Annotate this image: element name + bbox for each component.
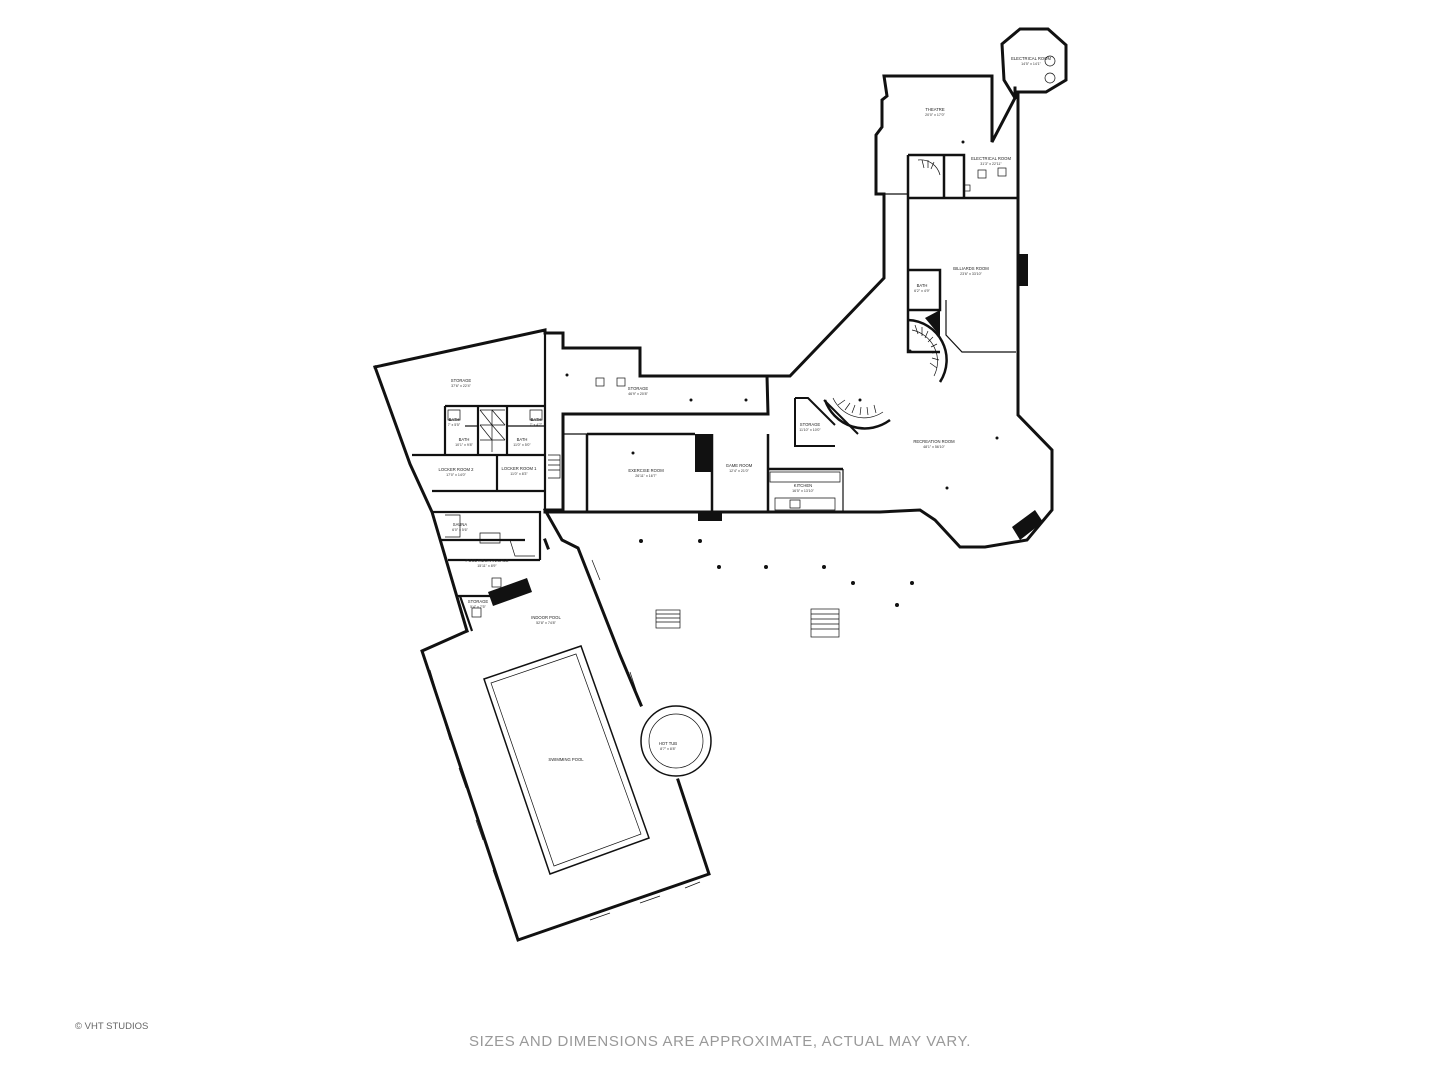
- disclaimer-text: SIZES AND DIMENSIONS ARE APPROXIMATE, AC…: [469, 1033, 971, 1050]
- billiards-room-dims: 23'6" x 33'10": [960, 272, 982, 276]
- storage-corridor-name: STORAGE: [628, 386, 649, 391]
- bath-d-dims: 7' x 4'7": [530, 423, 543, 427]
- bath-billiards-dims: 6'2" x 4'9": [914, 289, 930, 293]
- bath-b-name: BATH: [459, 437, 470, 442]
- exterior-walls: [373, 27, 1068, 942]
- fireplaces: [488, 254, 1043, 606]
- locker-room-2-name: LOCKER ROOM 2: [439, 467, 475, 472]
- exercise-room-name: EXERCISE ROOM: [628, 468, 664, 473]
- fixtures: [471, 55, 1056, 638]
- tower-interior-walls: [884, 153, 1018, 354]
- electrical-room-2-name: ELECTRICAL ROOM: [971, 156, 1011, 161]
- hot-tub-dims: 8'7" x 8'8": [660, 747, 676, 751]
- recreation-room-dims: 48'1" x 56'10": [923, 445, 945, 449]
- curved-stairs: [823, 318, 948, 435]
- exercise-room-dims: 26'11" x 16'7": [635, 474, 657, 478]
- indoor-pool-dims: 52'8" x 74'8": [536, 621, 556, 625]
- electrical-room-1-dims: 14'5" x 14'1": [1021, 62, 1041, 66]
- storage-large-dims: 37'6" x 22'4": [451, 384, 471, 388]
- game-room-dims: 12'4" x 21'0": [729, 469, 749, 473]
- electrical-room-1-name: ELECTRICAL ROOM: [1011, 56, 1051, 61]
- theatre-dims: 20'0" x 17'0": [925, 113, 945, 117]
- pool-mechanicals-dims: 15'11" x 8'9": [477, 564, 497, 568]
- game-room-name: GAME ROOM: [726, 463, 753, 468]
- indoor-pool-name: INDOOR POOL: [531, 615, 561, 620]
- billiards-room-name: BILLIARDS ROOM: [953, 266, 989, 271]
- electrical-room-2-dims: 31'3" x 22'11": [980, 162, 1002, 166]
- theatre-stair: [917, 159, 941, 176]
- kitchen-name: KITCHEN: [794, 483, 812, 488]
- storage-small-name: STORAGE: [468, 599, 489, 604]
- locker-room-1-dims: 11'0" x 8'3": [510, 472, 528, 476]
- hot-tub-name: HOT TUB: [659, 741, 677, 746]
- recreation-room-name: RECREATION ROOM: [913, 439, 955, 444]
- bath-billiards-name: BATH: [917, 283, 928, 288]
- storage-corridor-dims: 46'9" x 20'8": [628, 392, 648, 396]
- bath-b-dims: 10'1" x 9'8": [455, 443, 473, 447]
- bath-a-name: BATH: [449, 417, 460, 422]
- sauna-dims: 6'0" x 5'6": [452, 528, 468, 532]
- storage-under-stairs-dims: 11'10" x 10'0": [799, 428, 821, 432]
- bath-a-dims: 7' x 5'5": [448, 423, 461, 427]
- columns: [565, 140, 999, 607]
- locker-room-1-name: LOCKER ROOM 1: [502, 466, 538, 471]
- storage-large-name: STORAGE: [451, 378, 472, 383]
- swimming-pool-name: SWIMMING POOL: [548, 757, 584, 762]
- pool-area: [429, 559, 712, 934]
- bath-d-name: BATH: [531, 417, 542, 422]
- west-wing-interior: [412, 330, 561, 632]
- storage-under-stairs-name: STORAGE: [800, 422, 821, 427]
- kitchen-dims: 16'5" x 13'10": [792, 489, 814, 493]
- storage-small-dims: 5'4" x 7'5": [470, 605, 486, 609]
- bath-c-dims: 11'0" x 5'0": [513, 443, 531, 447]
- pool-mechanicals-name: POOL MECHANICALS: [466, 558, 509, 563]
- locker-room-2-dims: 17'0" x 14'0": [446, 473, 466, 477]
- bath-c-name: BATH: [517, 437, 528, 442]
- sauna-name: SAUNA: [453, 522, 468, 527]
- credit-text: © VHT STUDIOS: [75, 1021, 149, 1032]
- theatre-name: THEATRE: [925, 107, 944, 112]
- room-labels: ELECTRICAL ROOM 14'5" x 14'1" THEATRE 20…: [439, 56, 1052, 762]
